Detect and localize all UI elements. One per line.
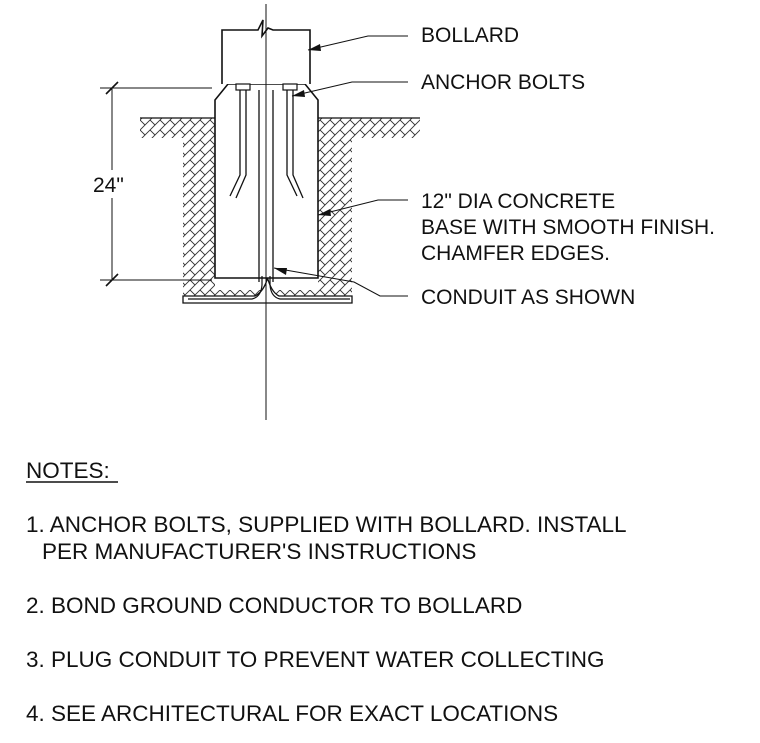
dimension-tick-bottom — [105, 273, 119, 287]
leader-bollard-arrow — [308, 44, 321, 51]
leader-concrete-base-arrow — [318, 209, 331, 216]
anchor-bolt-left — [229, 88, 247, 199]
leader-conduit-arrow — [274, 268, 287, 275]
leader-conduit — [273, 267, 408, 297]
notes-heading: NOTES: — [26, 458, 110, 483]
label-concrete-base-line3: CHAMFER EDGES. — [421, 242, 610, 265]
anchor-bolt-left-nut — [235, 83, 251, 91]
soil-hatch — [140, 118, 420, 303]
anchor-bolt-right-nut — [282, 83, 298, 91]
note-4: 4. SEE ARCHITECTURAL FOR EXACT LOCATIONS — [26, 701, 558, 726]
note-3: 3. PLUG CONDUIT TO PREVENT WATER COLLECT… — [26, 647, 604, 672]
leader-bollard — [307, 35, 408, 51]
leader-concrete-base — [317, 199, 408, 216]
conduit-bottom-sweep — [188, 276, 350, 300]
note-1-line2: PER MANUFACTURER'S INSTRUCTIONS — [42, 539, 476, 564]
leader-anchor-bolts — [291, 81, 408, 97]
label-bollard: BOLLARD — [421, 24, 519, 47]
label-conduit: CONDUIT AS SHOWN — [421, 286, 635, 309]
dimension-text-mask — [90, 170, 132, 198]
dimension-tick-top — [105, 81, 119, 95]
label-concrete-base-line1: 12" DIA CONCRETE — [421, 190, 615, 213]
anchor-bolt-right — [286, 88, 304, 199]
leader-anchor-bolts-arrow — [292, 90, 305, 97]
label-anchor-bolts: ANCHOR BOLTS — [421, 71, 585, 94]
note-1-line1: 1. ANCHOR BOLTS, SUPPLIED WITH BOLLARD. … — [26, 512, 627, 537]
label-concrete-base-line2: BASE WITH SMOOTH FINISH. — [421, 216, 715, 239]
dimension-label: 24" — [93, 174, 124, 197]
note-2: 2. BOND GROUND CONDUCTOR TO BOLLARD — [26, 593, 522, 618]
